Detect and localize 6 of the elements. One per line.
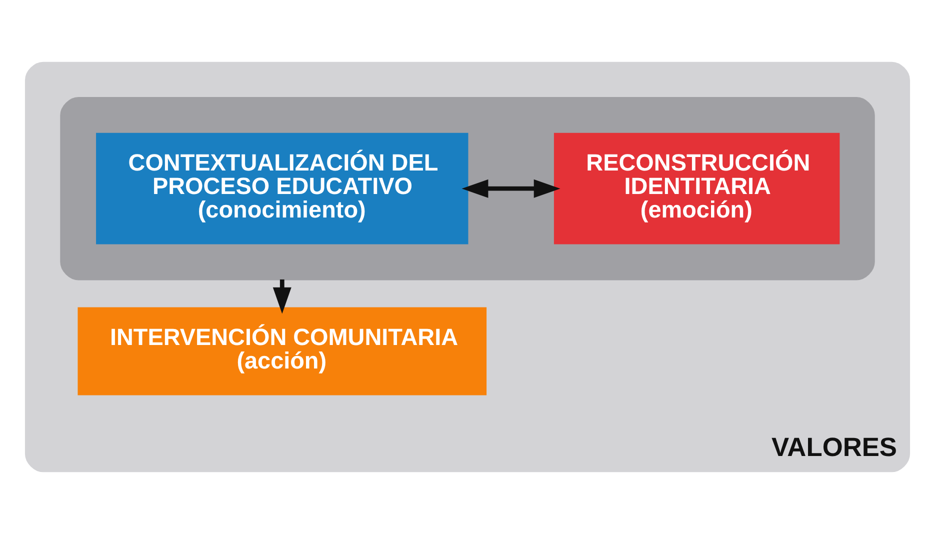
arrow <box>272 279 292 314</box>
arrow <box>462 179 560 198</box>
node-box: INTERVENCIÓN COMUNITARIA (acción) <box>78 307 487 396</box>
cluster <box>60 97 875 280</box>
node-box: CONTEXTUALIZACIÓN DEL PROCESO EDUCATIVO (conocimiento) <box>96 132 468 244</box>
node-box: RECONSTRUCCIÓN IDENTITARIA (emoción) <box>554 132 840 244</box>
